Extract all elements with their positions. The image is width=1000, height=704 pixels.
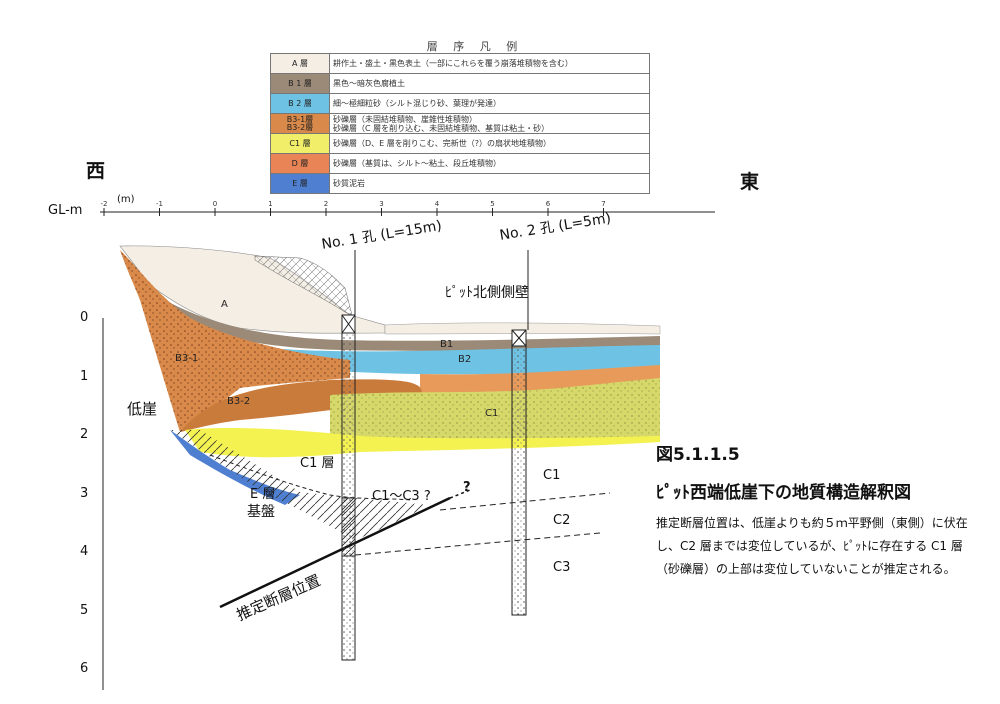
depth-tick-label: 5	[80, 602, 89, 618]
pit-wall-label: ﾋﾟｯﾄ北側側壁	[445, 285, 529, 301]
x-tick-label: 7	[601, 200, 605, 208]
label-c1-inside: C1	[485, 408, 499, 419]
borehole-no1	[341, 250, 356, 661]
x-tick-label: 1	[268, 200, 272, 208]
figure-title: ﾋﾟｯﾄ西端低崖下の地質構造解釈図	[656, 483, 911, 503]
label-basement: 基盤	[247, 504, 275, 520]
label-b3-1: B3-1	[175, 353, 199, 364]
label-b2: B2	[458, 354, 472, 365]
x-tick-label: 3	[379, 200, 383, 208]
label-e-layer: E 層	[250, 487, 276, 502]
layer-a-thin	[384, 322, 661, 335]
depth-tick-label: 6	[80, 661, 89, 676]
figure-number: 図5.1.1.5	[656, 445, 740, 465]
x-tick-label: 5	[490, 200, 494, 208]
layer-a-hatch	[254, 255, 353, 316]
c1-lower-boundary	[209, 454, 411, 501]
label-c1-layer: C1 層	[300, 456, 335, 471]
direction-east: 東	[740, 171, 760, 193]
legend-description: 砂質泥岩	[329, 173, 650, 194]
depth-tick-label: 0	[80, 310, 89, 325]
stratigraphy-legend: A 層耕作土・盛土・黒色表土（一部にこれらを覆う崩落堆積物を含む）B 1 層黒色…	[270, 53, 650, 194]
depth-tick-label: 3	[80, 485, 89, 501]
legend-key: C1 層	[270, 133, 330, 154]
label-a: A	[221, 299, 228, 310]
x-axis-ticks: -2 -1 0 1 2 3 4 5 6 7	[101, 200, 606, 216]
label-b3-2: B3-2	[227, 396, 251, 407]
label-c3: C3	[553, 560, 571, 575]
legend-key: B 1 層	[270, 73, 330, 94]
x-tick-label: -1	[156, 200, 163, 208]
c2-c3-boundary-right	[354, 532, 601, 556]
label-c1-c3: C1～C3 ?	[372, 489, 431, 504]
layer-c1-yellow	[185, 427, 660, 458]
x-tick-label: 4	[435, 200, 440, 208]
direction-west: 西	[86, 160, 106, 182]
legend-key: D 層	[270, 153, 330, 174]
x-tick-label: 2	[324, 200, 328, 208]
depth-tick-label: 1	[80, 368, 89, 384]
x-tick-label: -2	[101, 200, 108, 208]
fault-line	[219, 496, 451, 609]
layer-b3-lower	[180, 379, 422, 432]
layer-b3-speckle	[120, 250, 350, 432]
layer-b3-east	[420, 365, 660, 398]
layer-b1	[165, 300, 660, 351]
figure-description: 推定断層位置は、低崖よりも約５ｍ平野側（東側）に伏在し、C2 層までは変位してい…	[656, 516, 968, 576]
label-question: ?	[463, 480, 471, 495]
layer-e-hatch	[170, 430, 430, 540]
legend-row: A 層耕作土・盛土・黒色表土（一部にこれらを覆う崩落堆積物を含む）	[270, 53, 650, 74]
legend-title: 層 序 凡 例	[426, 40, 524, 53]
label-b1: B1	[440, 339, 454, 350]
x-tick-label: 6	[546, 200, 551, 208]
legend-key: E 層	[270, 173, 330, 194]
borehole-no2	[511, 250, 529, 616]
depth-tick-label: 2	[80, 427, 89, 442]
label-cliff: 低崖	[127, 400, 158, 418]
legend-row: D 層砂礫層（基質は、シルト～粘土、段丘堆積物）	[270, 153, 650, 174]
axis-name: GL-m	[48, 203, 83, 218]
axis-unit: (m)	[117, 194, 135, 205]
label-c1-right: C1	[543, 468, 561, 483]
layer-c1-speckle	[330, 378, 660, 441]
legend-key: B3-1層 B3-2層	[270, 113, 330, 134]
x-tick-label: 0	[213, 200, 217, 208]
legend-row: E 層砂質泥岩	[270, 173, 650, 194]
depth-tick-label: 4	[80, 544, 89, 559]
label-c2: C2	[553, 513, 571, 528]
